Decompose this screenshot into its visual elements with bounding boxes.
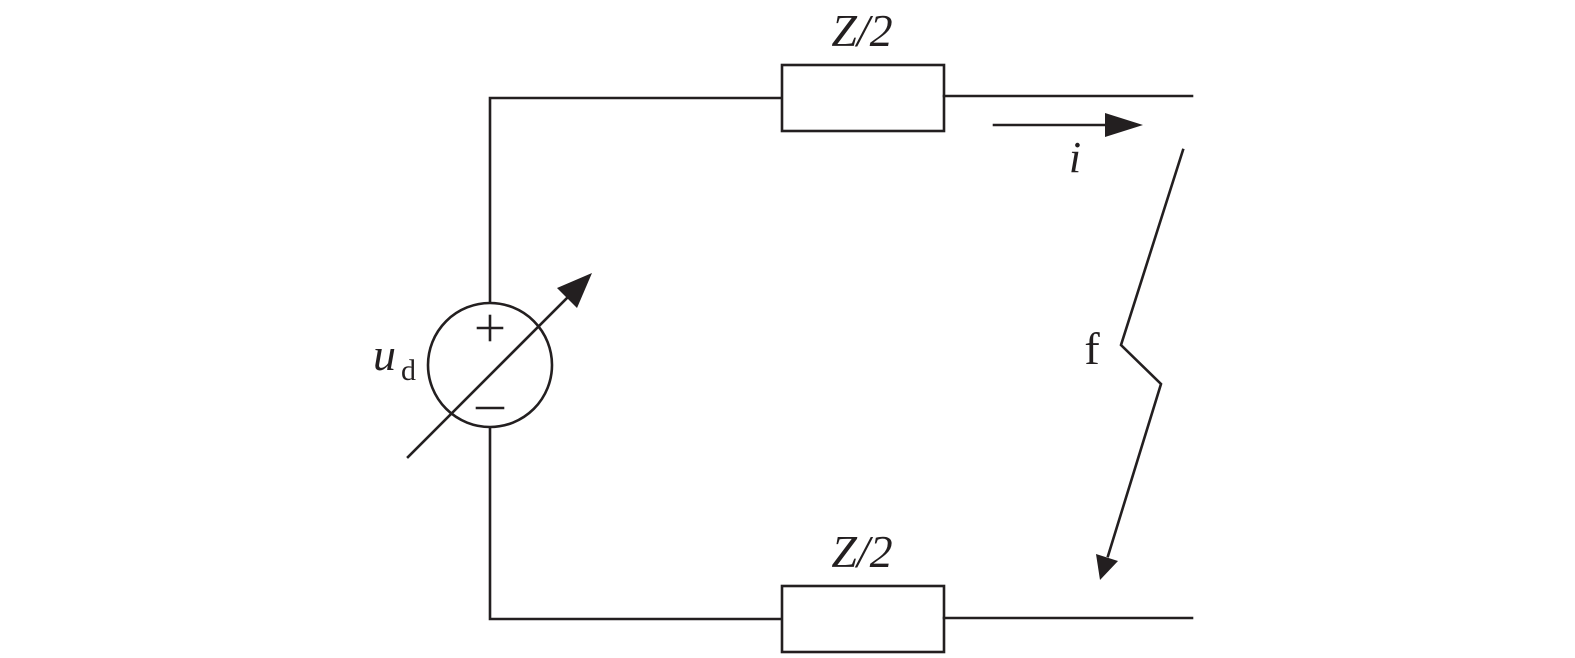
top-impedance-label: Z/2: [831, 5, 892, 56]
current-arrowhead-icon: [1105, 113, 1143, 137]
voltage-source-circle: [426, 301, 554, 429]
top-impedance-box: [780, 63, 946, 133]
fault-label: f: [1084, 323, 1100, 374]
bottom-impedance-box: [780, 584, 946, 654]
source-voltage-subscript: d: [401, 354, 416, 387]
bottom-impedance-label: Z/2: [831, 526, 892, 577]
variable-source-arrowhead-icon: [557, 273, 592, 308]
fault-zigzag-line: [1106, 148, 1185, 558]
fault-arrowhead-icon: [1096, 554, 1118, 580]
top-left-wire: [488, 96, 784, 304]
source-voltage-label: u: [373, 329, 396, 380]
current-label: i: [1069, 133, 1081, 182]
plus-icon: [476, 314, 504, 342]
bottom-left-wire: [488, 426, 784, 621]
variable-source-arrow-shaft: [406, 289, 576, 459]
